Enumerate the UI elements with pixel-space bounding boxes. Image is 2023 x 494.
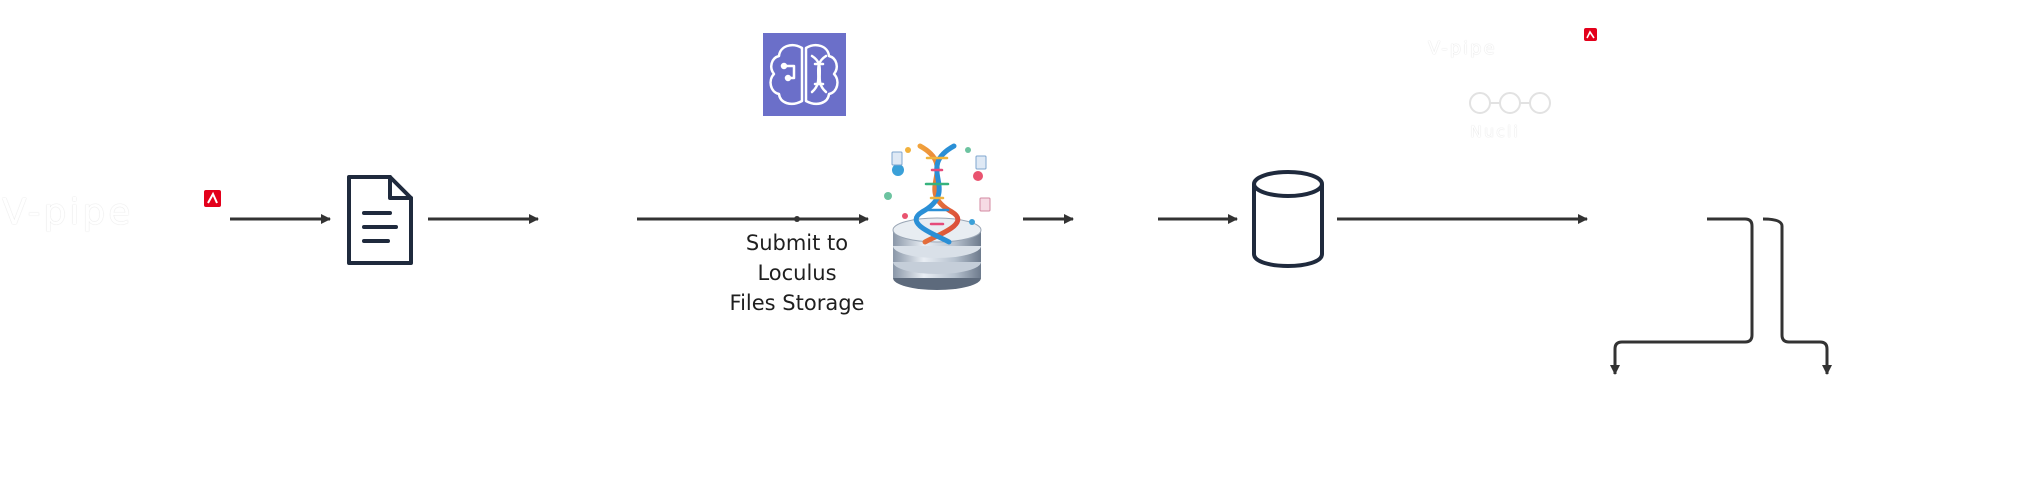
nucli-logo-mark	[1469, 92, 1551, 114]
arrow-branch-left	[1610, 217, 1754, 375]
submit-to-loculus-label: Submit to Loculus Files Storage	[716, 228, 878, 318]
arrow-branch-right	[1762, 217, 1832, 375]
v-pipe-logo-right-text: V-pipe	[1428, 38, 1497, 59]
document-icon	[347, 175, 413, 265]
floating-particles	[884, 147, 991, 225]
dna-database-icon	[884, 143, 991, 290]
flow-arrows	[230, 214, 1832, 375]
dna-helix	[913, 143, 961, 245]
label-line-3: Files Storage	[729, 291, 865, 315]
v-pipe-logo-left-text: V-pipe	[2, 192, 134, 233]
v-pipe-logo-left-mark	[204, 190, 221, 207]
connector-dot	[794, 216, 800, 222]
label-line-1: Submit to	[745, 231, 849, 255]
label-line-2: Loculus	[757, 261, 837, 285]
database-stack	[892, 217, 982, 290]
v-pipe-logo-right-mark	[1584, 28, 1597, 41]
brain-dna-icon	[763, 33, 846, 116]
nucli-logo-text: Nucli	[1470, 122, 1520, 141]
database-icon	[1252, 170, 1324, 268]
